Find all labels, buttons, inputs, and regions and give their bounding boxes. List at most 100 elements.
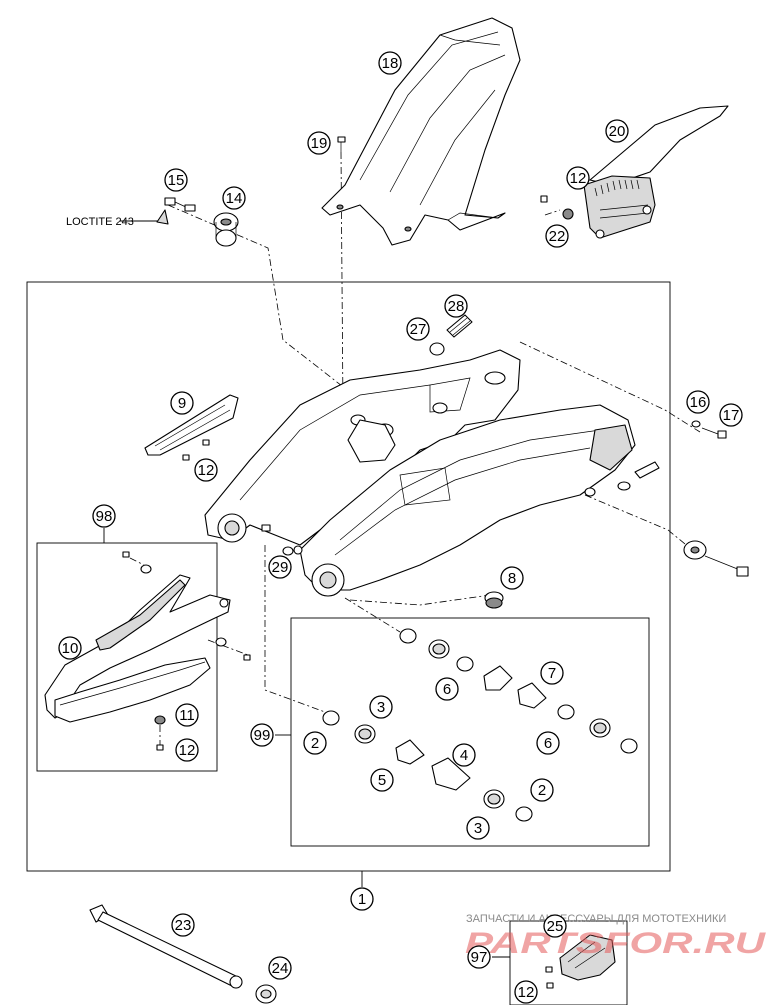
callout-c12a: 12 (566, 166, 590, 190)
callout-circle (268, 956, 292, 980)
callout-number: 9 (178, 395, 186, 412)
callout-c7: 7 (540, 661, 564, 685)
callout-number: 16 (690, 394, 707, 411)
callout-number: 3 (377, 699, 385, 716)
callout-number: 98 (96, 508, 113, 525)
callout-c2a: 2 (303, 731, 327, 755)
callout-number: 18 (382, 55, 399, 72)
callout-number: 12 (518, 984, 535, 1001)
callout-number: 97 (471, 949, 488, 966)
callout-number: 24 (272, 960, 289, 977)
cover-25 (545, 934, 616, 989)
callout-number: 29 (272, 559, 289, 576)
callout-number: 25 (547, 918, 564, 935)
callout-circle (350, 887, 374, 911)
callout-number: 12 (570, 170, 587, 187)
screw-15 (164, 197, 196, 212)
chain-adjuster-bolt (683, 540, 749, 577)
callout-number: 2 (538, 782, 546, 799)
callout-circle (500, 566, 524, 590)
callout-circle (444, 294, 468, 318)
washer-16 (691, 420, 701, 428)
callout-circle (171, 913, 195, 937)
callout-number: 19 (311, 135, 328, 152)
callout-c15: 15 (164, 168, 188, 192)
callout-circle (536, 731, 560, 755)
callout-c16: 16 (686, 390, 710, 414)
callout-number: 22 (549, 228, 566, 245)
callout-circle (467, 945, 491, 969)
callout-number: 11 (179, 707, 195, 724)
spacer-24 (255, 984, 277, 1004)
callout-c19: 19 (307, 131, 331, 155)
callout-circle (605, 119, 629, 143)
pivot-shaft-23 (89, 904, 243, 989)
callout-number: 17 (723, 407, 740, 424)
loctite-drop (156, 209, 169, 225)
callout-number: 2 (311, 735, 319, 752)
callout-c24: 24 (268, 956, 292, 980)
callout-c20: 20 (605, 119, 629, 143)
watermark-brand: PARTSFOR.RU (465, 927, 767, 960)
callout-circle (378, 51, 402, 75)
callout-c22: 22 (545, 224, 569, 248)
callout-circle (58, 636, 82, 660)
callout-circle (530, 778, 554, 802)
callout-circle (175, 738, 199, 762)
callout-c1: 1 (350, 887, 374, 911)
nut-27 (429, 342, 445, 356)
callout-c14: 14 (222, 186, 246, 210)
callout-c6b: 6 (536, 731, 560, 755)
screw-and-washer-12-22 (540, 195, 574, 220)
callout-c27: 27 (406, 317, 430, 341)
callout-circle (435, 677, 459, 701)
callout-number: 10 (62, 640, 79, 657)
callout-circle (194, 458, 218, 482)
callout-c3a: 3 (369, 695, 393, 719)
callout-c29: 29 (268, 555, 292, 579)
callout-c6a: 6 (435, 677, 459, 701)
callout-circle (545, 224, 569, 248)
cover-kit-frame-97 (509, 920, 628, 1005)
callout-c12c: 12 (175, 738, 199, 762)
chain-guide-10 (44, 551, 251, 751)
leader-lines (103, 220, 510, 958)
bearing-kit-frame-99 (290, 617, 650, 847)
callout-circle (369, 695, 393, 719)
callout-circle (268, 555, 292, 579)
callout-number: 12 (198, 462, 215, 479)
callout-number: 28 (448, 298, 465, 315)
bolt-19 (337, 136, 346, 152)
callout-circle (164, 168, 188, 192)
callout-number: 14 (226, 190, 243, 207)
callout-circle (92, 504, 116, 528)
callout-c12b: 12 (194, 458, 218, 482)
callout-c11: 11 (175, 703, 199, 727)
swingarm-main-part (204, 349, 660, 597)
callout-number: 23 (175, 917, 192, 934)
callout-c18: 18 (378, 51, 402, 75)
callout-c23: 23 (171, 913, 195, 937)
callout-circle (686, 390, 710, 414)
callout-circle (514, 980, 538, 1004)
callout-circle (406, 317, 430, 341)
callout-circle (307, 131, 331, 155)
callout-c5: 5 (370, 768, 394, 792)
callout-c28: 28 (444, 294, 468, 318)
cap-8 (484, 591, 504, 609)
callout-number: 15 (168, 172, 185, 189)
callout-c9: 9 (170, 391, 194, 415)
callout-c4: 4 (452, 743, 476, 767)
callout-number: 27 (410, 321, 427, 338)
rear-mudguard-part (321, 17, 521, 246)
callout-c17: 17 (719, 403, 743, 427)
callout-circle (540, 661, 564, 685)
bolt-28 (446, 314, 473, 338)
bearing-kit-parts (322, 628, 638, 822)
callout-number: 6 (443, 681, 451, 698)
callout-circle (566, 166, 590, 190)
callout-circle (175, 703, 199, 727)
callout-number: 12 (179, 742, 196, 759)
callout-c98: 98 (92, 504, 116, 528)
